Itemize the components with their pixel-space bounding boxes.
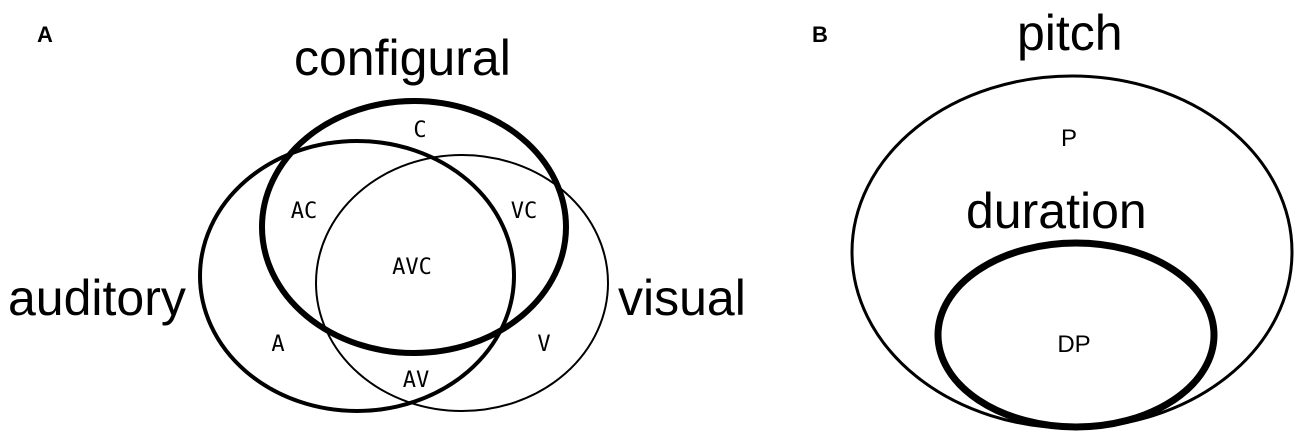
visual-label: visual [618, 270, 746, 326]
region-vc: VC [511, 199, 538, 224]
configural-circle [259, 98, 569, 356]
auditory-label: auditory [8, 270, 186, 326]
pitch-label: pitch [1017, 5, 1123, 61]
region-dp: DP [1057, 331, 1090, 358]
duration-ellipse [934, 239, 1218, 431]
visual-circle [315, 154, 609, 412]
region-c: C [413, 118, 426, 143]
duration-label: duration [966, 183, 1147, 239]
region-avc: AVC [392, 255, 432, 280]
panel-b: B pitch duration P DP [812, 5, 1294, 431]
region-p: P [1061, 125, 1077, 152]
region-ac: AC [291, 199, 318, 224]
region-v: V [537, 332, 550, 357]
panel-b-letter: B [812, 22, 828, 47]
panel-a: A configural auditory visual C AC VC AVC… [8, 22, 746, 413]
auditory-circle [198, 139, 516, 413]
panel-a-letter: A [37, 22, 53, 47]
region-av: AV [403, 368, 430, 393]
configural-label: configural [294, 30, 511, 86]
region-a: A [271, 332, 284, 357]
